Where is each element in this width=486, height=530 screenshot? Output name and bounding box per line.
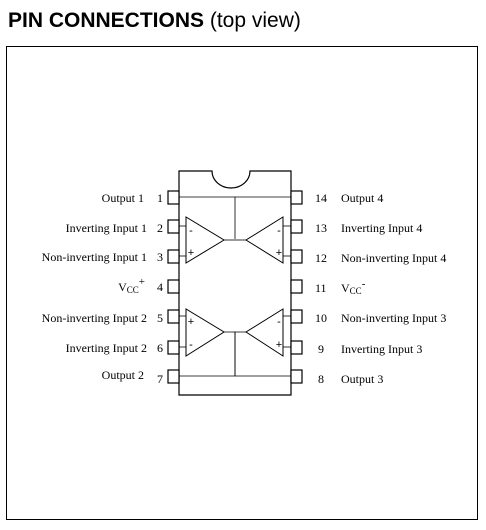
pin-num-8: 8: [318, 372, 324, 386]
title-main: PIN CONNECTIONS: [8, 9, 205, 32]
pin-13: [290, 219, 303, 234]
opamp-1: [185, 216, 225, 264]
pin-4: [167, 279, 180, 294]
vcc-plus-v: V: [118, 280, 127, 294]
pin-label-10: Non-inverting Input 3: [341, 311, 446, 325]
pin-num-7: 7: [157, 372, 163, 386]
pin-8: [290, 369, 303, 384]
pin-11: [290, 279, 303, 294]
title-sub: (top view): [209, 9, 301, 32]
vcc-plus-sup: +: [139, 276, 145, 288]
pin-num-11: 11: [315, 281, 327, 295]
opamp-2-plus: +: [188, 316, 194, 328]
pin-num-13: 13: [315, 221, 327, 235]
pin-label-1: Output 1: [102, 191, 144, 205]
pin-num-1: 1: [157, 191, 163, 205]
opamp-1-minus: -: [189, 225, 193, 237]
opamp-3-plus: +: [276, 339, 282, 351]
pin-num-5: 5: [157, 311, 163, 325]
internal-wiring: [179, 196, 291, 377]
vcc-minus-sub: CC: [350, 286, 362, 296]
pin-10: [290, 309, 303, 324]
pin-9: [290, 340, 303, 355]
pin-num-10: 10: [315, 311, 327, 325]
right-pins: [290, 190, 303, 384]
opamp-3: [245, 308, 284, 357]
pin-num-2: 2: [157, 221, 163, 235]
pin-label-14: Output 4: [341, 191, 383, 205]
pin-label-4: VCC+: [118, 276, 145, 295]
opamp-4-plus: +: [276, 247, 282, 259]
pin-14: [290, 190, 303, 205]
pin-label-12: Non-inverting Input 4: [341, 251, 446, 265]
opamp-2-minus: -: [189, 339, 193, 351]
opamp-1-plus: +: [188, 247, 194, 259]
pin-12: [290, 249, 303, 264]
pin-num-4: 4: [157, 280, 163, 294]
pin-label-7: Output 2: [102, 368, 144, 382]
pin-num-9: 9: [318, 342, 324, 356]
pin-label-5: Non-inverting Input 2: [42, 311, 147, 325]
pin-label-11: VCC-: [341, 278, 366, 296]
pin-num-12: 12: [315, 251, 327, 265]
opamp-4: [245, 216, 284, 264]
pin-num-3: 3: [157, 250, 163, 264]
pin-label-2: Inverting Input 1: [66, 221, 147, 235]
left-pins: [167, 190, 180, 384]
vcc-plus-sub: CC: [127, 285, 139, 295]
pin-7: [167, 369, 180, 384]
opamp-4-minus: -: [277, 225, 281, 237]
opamp-2: [185, 308, 225, 357]
opamps: [185, 216, 284, 357]
diagram-frame: [6, 46, 478, 520]
pin-label-9: Inverting Input 3: [341, 342, 422, 356]
vcc-minus-v: V: [341, 281, 350, 295]
pin-1: [167, 190, 180, 205]
vcc-minus-sup: -: [362, 278, 366, 290]
pin-5: [167, 309, 180, 324]
page-title: PIN CONNECTIONS (top view): [8, 9, 301, 33]
pin-label-8: Output 3: [341, 372, 383, 386]
pin-3: [167, 249, 180, 264]
pin-label-6: Inverting Input 2: [66, 341, 147, 355]
opamp-3-minus: -: [277, 316, 281, 328]
pin-num-14: 14: [315, 191, 327, 205]
pin-label-13: Inverting Input 4: [341, 221, 422, 235]
pin-num-6: 6: [157, 341, 163, 355]
pin-2: [167, 219, 180, 234]
pin-6: [167, 340, 180, 355]
pin-label-3: Non-inverting Input 1: [42, 250, 147, 264]
